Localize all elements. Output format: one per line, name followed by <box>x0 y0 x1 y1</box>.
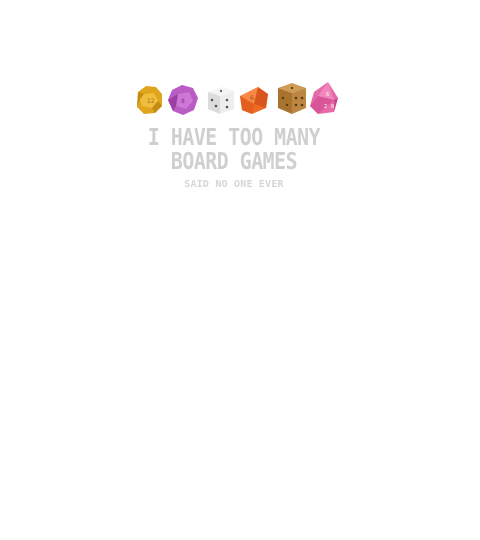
headline: I HAVE TOO MANY BOARD GAMES <box>120 126 348 174</box>
d6-die-icon <box>208 87 234 114</box>
tagline: SAID NO ONE EVER <box>184 179 284 190</box>
dice-row: 12 8 <box>128 78 340 124</box>
headline-line-1: I HAVE TOO MANY <box>147 125 321 151</box>
d12-die-icon: 12 <box>137 86 162 114</box>
d10-die-icon: 8 <box>168 85 198 115</box>
svg-text:6: 6 <box>250 95 254 102</box>
svg-text:12: 12 <box>147 98 155 105</box>
headline-line-2: BOARD GAMES <box>170 149 298 175</box>
svg-text:8: 8 <box>181 98 185 105</box>
svg-text:6: 6 <box>326 92 329 98</box>
svg-text:2: 2 <box>324 104 327 110</box>
d20-die-icon: 6 2 8 <box>310 82 338 114</box>
d6-die-icon <box>278 83 306 114</box>
tshirt-design: 12 8 <box>120 74 348 198</box>
svg-text:8: 8 <box>331 104 334 110</box>
d8-die-icon: 6 <box>240 87 268 114</box>
